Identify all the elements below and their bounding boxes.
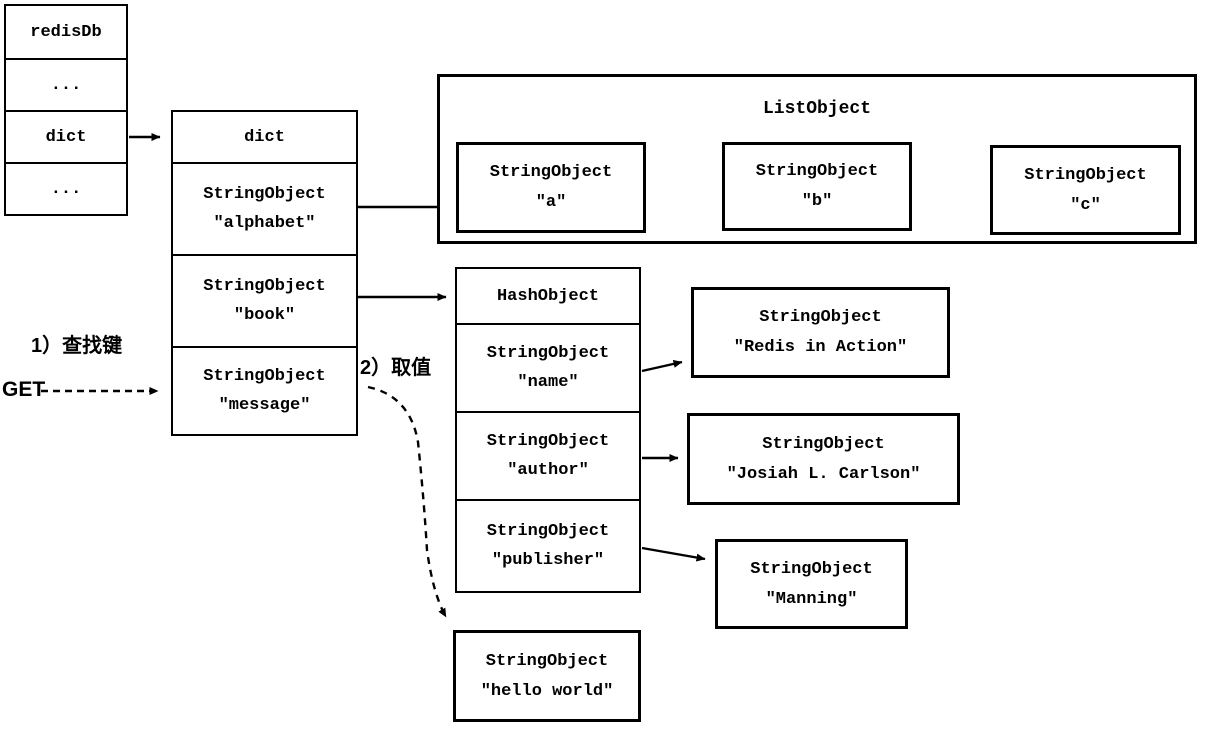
- hash-row-publisher: StringObject "publisher": [457, 499, 639, 591]
- dict-header: dict: [244, 127, 285, 147]
- publisher-value-string: "Manning": [765, 589, 858, 609]
- author-value-string: "Josiah L. Carlson": [726, 464, 921, 484]
- list-item-b-value: "b": [801, 192, 833, 211]
- message-value-string: "hello world": [480, 681, 614, 701]
- arrow-name-to-value: [641, 359, 683, 373]
- hash-row-name-key: "name": [517, 373, 579, 392]
- dict-row-book-type: StringObject: [203, 277, 326, 296]
- name-value-type: StringObject: [759, 308, 882, 327]
- list-item-a-type: StringObject: [489, 163, 613, 182]
- publisher-value-type: StringObject: [750, 559, 873, 579]
- message-value-box: StringObject "hello world": [453, 630, 641, 722]
- hash-row-publisher-type: StringObject: [486, 522, 610, 541]
- dict-row-alphabet-type: StringObject: [203, 185, 326, 204]
- redisdb-table: redisDb ... dict ...: [4, 4, 128, 216]
- get-command-label: GET: [2, 378, 46, 401]
- list-item-c-box: StringObject "c": [990, 145, 1181, 235]
- name-value-string: "Redis in Action": [733, 338, 908, 357]
- list-item-b-type: StringObject: [755, 162, 879, 181]
- list-item-a-box: StringObject "a": [456, 142, 646, 233]
- hash-object-header: HashObject: [496, 286, 600, 306]
- hash-row-author: StringObject "author": [457, 411, 639, 499]
- hash-object-table: HashObject StringObject "name" StringObj…: [455, 267, 641, 593]
- dict-row-alphabet: StringObject "alphabet": [173, 162, 356, 254]
- dict-row-book: StringObject "book": [173, 254, 356, 346]
- author-value-type: StringObject: [762, 434, 885, 454]
- dict-row-book-key: "book": [233, 306, 296, 325]
- list-item-c-type: StringObject: [1024, 165, 1147, 185]
- step1-find-key-label: 1）查找键: [31, 335, 123, 357]
- dict-row-message: StringObject "message": [173, 346, 356, 434]
- dict-row-message-type: StringObject: [203, 367, 326, 386]
- message-value-type: StringObject: [485, 651, 609, 671]
- dict-row-message-key: "message": [218, 396, 311, 415]
- author-value-box: StringObject "Josiah L. Carlson": [687, 413, 960, 505]
- list-item-a-value: "a": [535, 193, 567, 212]
- step2-get-value-label: 2）取值: [360, 357, 432, 379]
- list-object-title: ListObject: [762, 99, 872, 119]
- hash-row-author-type: StringObject: [486, 432, 610, 451]
- redisdb-cell-title: redisDb: [30, 22, 102, 42]
- arrow-message-dashed-curve: [367, 385, 448, 618]
- list-item-b-box: StringObject "b": [722, 142, 912, 231]
- redisdb-cell-ellipsis-top: ...: [6, 58, 126, 110]
- list-item-c-value: "c": [1070, 195, 1101, 215]
- hash-row-name: StringObject "name": [457, 323, 639, 411]
- hash-row-name-type: StringObject: [486, 344, 610, 363]
- arrow-publisher-to-value: [641, 546, 706, 562]
- dict-table: dict StringObject "alphabet" StringObjec…: [171, 110, 358, 436]
- name-value-box: StringObject "Redis in Action": [691, 287, 950, 378]
- redisdb-cell-dict: dict: [6, 110, 126, 162]
- dict-row-alphabet-key: "alphabet": [213, 214, 316, 233]
- publisher-value-box: StringObject "Manning": [715, 539, 908, 629]
- hash-row-publisher-key: "publisher": [491, 551, 605, 570]
- redisdb-cell-ellipsis-bottom: ...: [6, 162, 126, 214]
- hash-row-author-key: "author": [507, 461, 589, 480]
